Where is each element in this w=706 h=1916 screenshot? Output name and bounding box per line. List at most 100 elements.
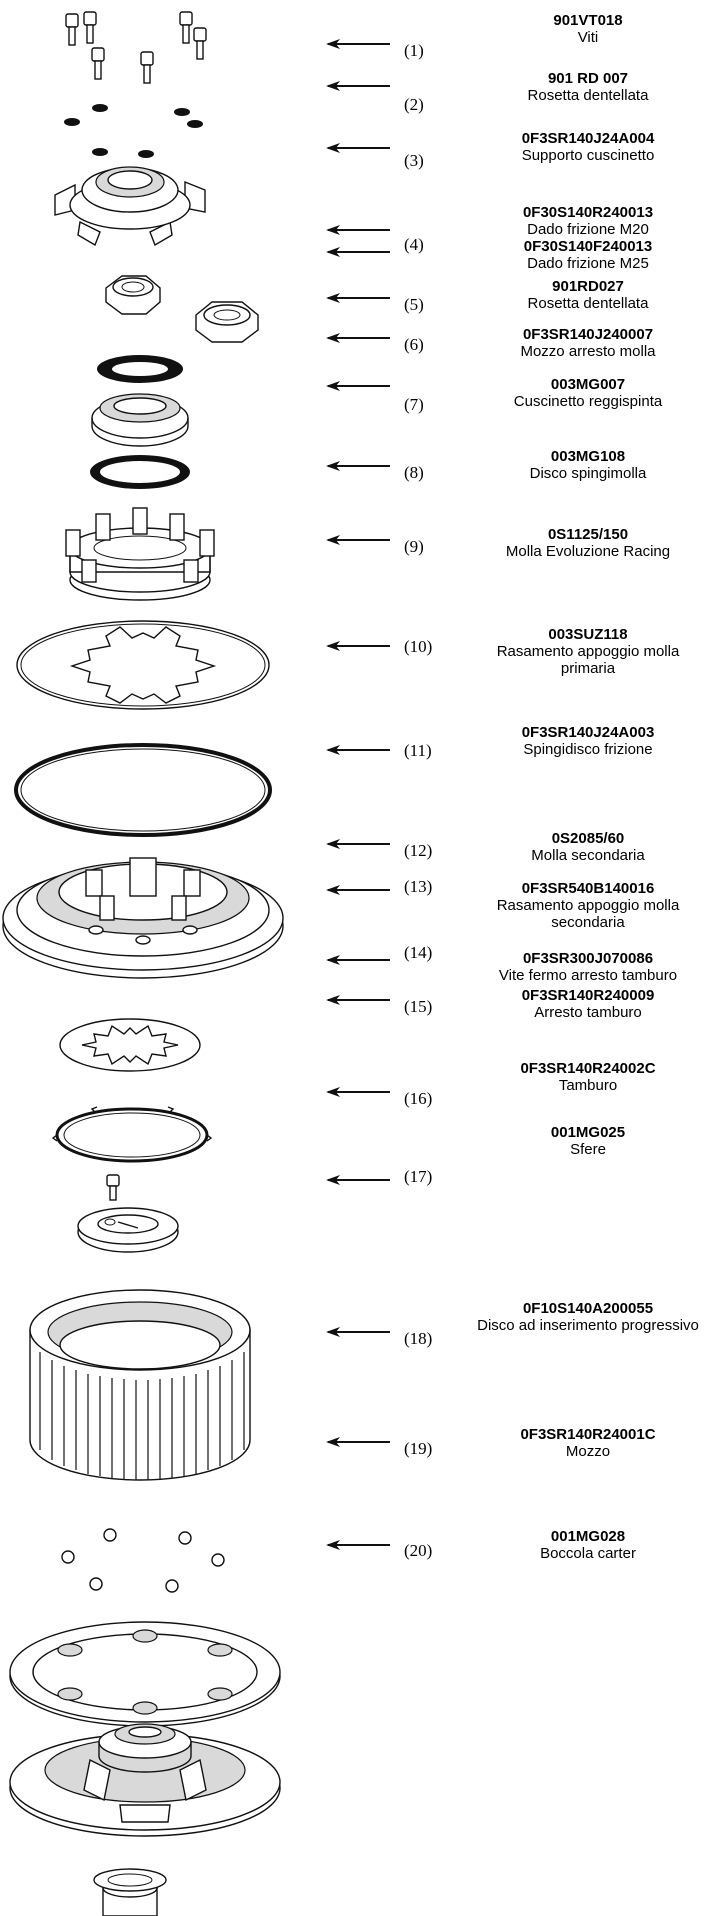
crankcase-bushing-drawing <box>93 1868 167 1916</box>
part-description: Mozzo <box>565 1443 611 1460</box>
callout-number-11: (11) <box>404 741 432 760</box>
part-description: Viti <box>577 29 599 46</box>
part-description: Boccola carter <box>540 1545 636 1562</box>
callout-arrow-15 <box>326 995 390 1005</box>
part-description: Molla Evoluzione Racing <box>505 543 671 560</box>
part-description: Rosetta dentellata <box>527 295 649 312</box>
part-code: 0F10S140A200055 <box>522 1300 654 1317</box>
part-code: 001MG028 <box>550 1528 626 1545</box>
drum-stop-drawing <box>77 1207 179 1253</box>
part-description: Arresto tamburo <box>534 1004 642 1021</box>
part-code: 0F30S140R240013 <box>522 204 654 221</box>
parts-drawings <box>2 11 284 1916</box>
part-description: Rasamento appoggio molla primaria <box>496 643 680 677</box>
part-code: 0F3SR140J24A003 <box>521 724 655 741</box>
callout-number-2: (2) <box>404 95 424 114</box>
screws-drawing <box>65 11 207 84</box>
callout-arrow-19 <box>326 1437 390 1447</box>
part-code: 0F3SR540B140016 <box>521 880 655 897</box>
primary-spring-shim-drawing <box>14 743 272 837</box>
part-description: Sfere <box>570 1141 606 1158</box>
callout-arrow-104 <box>326 247 390 257</box>
clutch-hub-drawing <box>9 1723 281 1837</box>
callout-number-1: (1) <box>404 41 424 60</box>
balls-drawing <box>61 1528 225 1593</box>
part-description-alt: Dado frizione M25 <box>527 255 649 272</box>
callout-number-6: (6) <box>404 335 424 354</box>
callout-number-12: (12) <box>404 841 432 860</box>
part-description: Tamburo <box>558 1077 618 1094</box>
callout-number-3: (3) <box>404 151 424 170</box>
callout-number-10: (10) <box>404 637 432 656</box>
part-code-alt: 0F30S140F240013 <box>523 238 653 255</box>
diaphragm-spring-drawing <box>16 620 270 710</box>
callout-number-8: (8) <box>404 463 424 482</box>
callout-number-20: (20) <box>404 1541 432 1560</box>
part-code: 0F3SR140J240007 <box>522 326 654 343</box>
secondary-spring-shim-drawing <box>51 1106 213 1163</box>
callout-number-17: (17) <box>404 1167 432 1186</box>
clutch-nut-m20-drawing <box>105 275 161 315</box>
part-code: 0S1125/150 <box>547 526 629 543</box>
progressive-disc-drawing <box>9 1621 281 1727</box>
callout-arrow-3 <box>326 143 390 153</box>
part-code: 003MG108 <box>550 448 626 465</box>
callout-number-15: (15) <box>404 997 432 1016</box>
callout-number-13: (13) <box>404 877 432 896</box>
part-description: Molla secondaria <box>531 847 645 864</box>
part-description: Rasamento appoggio molla secondaria <box>496 897 680 931</box>
spring-stop-hub-drawing <box>91 393 189 447</box>
part-code: 003SUZ118 <box>548 626 628 643</box>
thrust-bearing-drawing <box>90 455 190 489</box>
callout-arrow-8 <box>326 461 390 471</box>
callout-arrow-7 <box>326 381 390 391</box>
callout-number-18: (18) <box>404 1329 432 1348</box>
part-description: Mozzo arresto molla <box>520 343 656 360</box>
callout-number-4: (4) <box>404 235 424 254</box>
clutch-nut-m25-drawing <box>195 301 259 343</box>
callout-arrow-12 <box>326 839 390 849</box>
part-code: 0F3SR140R24001C <box>520 1426 656 1443</box>
part-description: Disco ad inserimento progressivo <box>477 1317 699 1334</box>
callout-number-9: (9) <box>404 537 424 556</box>
part-code: 0F3SR140J24A004 <box>521 130 655 147</box>
clutch-drum-drawing <box>29 1289 251 1481</box>
part-description: Rosetta dentellata <box>527 87 649 104</box>
callout-arrow-16 <box>326 1087 390 1097</box>
callout-arrow-20 <box>326 1540 390 1550</box>
callout-arrow-10 <box>326 641 390 651</box>
part-code: 0F3SR140R24002C <box>520 1060 656 1077</box>
callout-arrows <box>326 39 390 1550</box>
callout-arrow-11 <box>326 745 390 755</box>
callout-arrow-14 <box>326 955 390 965</box>
toothed-washers-drawing <box>64 104 203 158</box>
part-description: Cuscinetto reggispinta <box>513 393 663 410</box>
part-description: Vite fermo arresto tamburo <box>498 967 678 984</box>
part-code: 901RD027 <box>552 278 624 295</box>
callout-number-5: (5) <box>404 295 424 314</box>
callout-numbers: (1)(2)(3)(4)(5)(6)(7)(8)(9)(10)(11)(12)(… <box>404 41 432 1560</box>
part-description: Disco spingimolla <box>529 465 647 482</box>
callout-arrow-17 <box>326 1175 390 1185</box>
part-description: Supporto cuscinetto <box>521 147 655 164</box>
part-code: 901 RD 007 <box>547 70 629 87</box>
callout-arrow-13 <box>326 885 390 895</box>
callout-arrow-5 <box>326 293 390 303</box>
